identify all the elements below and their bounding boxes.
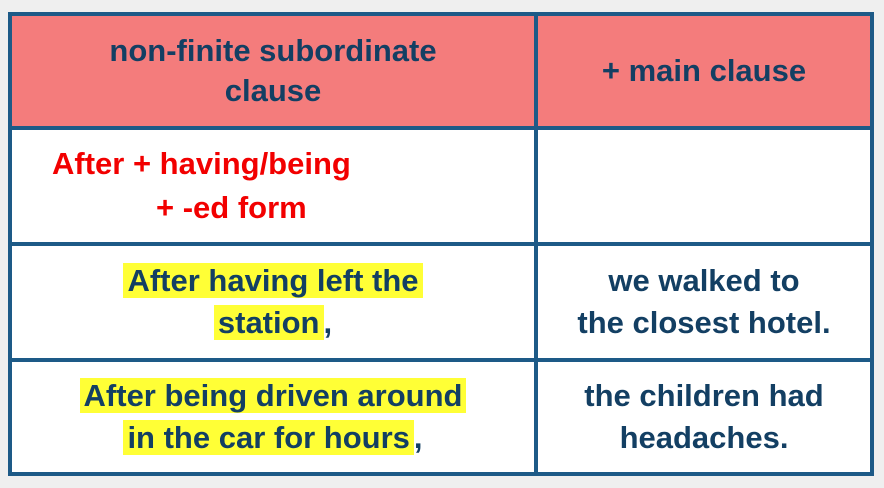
rule-cell: After + having/being + -ed form [8,126,538,246]
example1-sub-line2: station [213,305,324,340]
grammar-table: non-finite subordinate clause + main cla… [8,12,874,476]
table-header-row: non-finite subordinate clause + main cla… [8,12,874,130]
header-subordinate-line1: non-finite subordinate [109,33,437,68]
example1-comma: , [323,305,333,340]
table-row: After + having/being + -ed form [8,126,874,246]
example1-main-line2: the closest hotel. [577,305,831,340]
example2-subordinate-cell: After being driven around in the car for… [8,358,538,476]
example1-subordinate-cell: After having left the station, [8,242,538,362]
example2-comma: , [413,420,423,455]
rule-line2: + -ed form [156,190,307,225]
example2-main-line2: headaches. [619,420,789,455]
example2-sub-line2-wrap: in the car for hours, [22,417,524,459]
example1-main-line1: we walked to [608,263,800,298]
example2-main-cell: the children had headaches. [534,358,874,476]
example2-sub-line2: in the car for hours [123,420,414,455]
example1-sub-line2-wrap: station, [22,302,524,344]
header-cell-main-clause: + main clause [534,12,874,130]
example1-main-cell: we walked to the closest hotel. [534,242,874,362]
header-subordinate-line2: clause [224,73,322,108]
example2-sub-line1: After being driven around [79,378,467,413]
example2-main-line1: the children had [584,378,824,413]
header-cell-subordinate: non-finite subordinate clause [8,12,538,130]
empty-main-clause-cell [534,126,874,246]
grammar-table-container: non-finite subordinate clause + main cla… [8,12,874,476]
example2-sub-line1-wrap: After being driven around [22,375,524,417]
table-row: After being driven around in the car for… [8,358,874,476]
header-main-clause-label: + main clause [601,53,807,88]
table-row: After having left the station, we walked… [8,242,874,362]
example1-sub-line1-wrap: After having left the [22,260,524,302]
example1-sub-line1: After having left the [123,263,423,298]
rule-line1: After + having/being [52,146,351,181]
